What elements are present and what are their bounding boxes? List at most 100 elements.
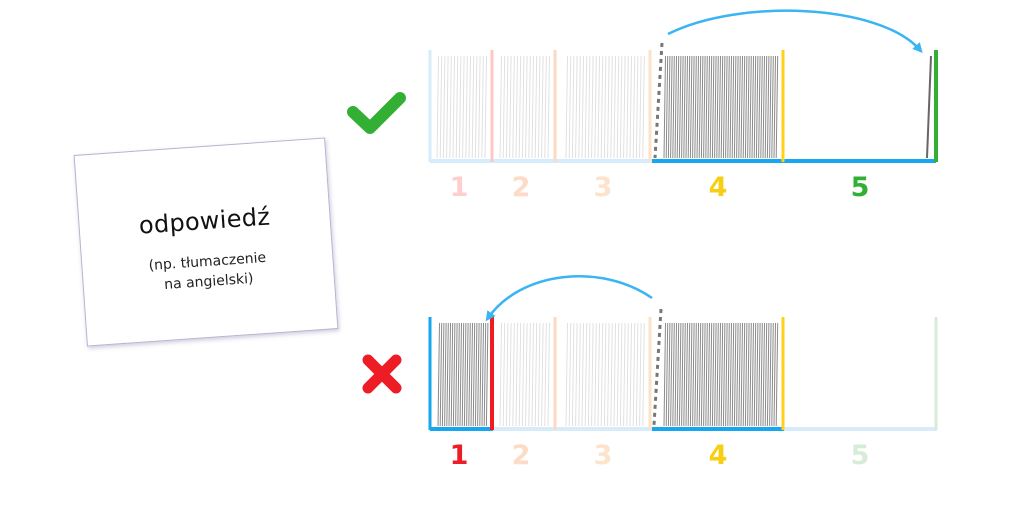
- card-edge: [478, 55, 481, 159]
- card-edge: [502, 322, 506, 427]
- card-edge: [709, 322, 713, 427]
- card-edge: [584, 322, 588, 427]
- card-edge: [711, 322, 715, 427]
- card-edge: [760, 322, 763, 427]
- card-edge: [521, 322, 525, 427]
- card-edge: [749, 322, 752, 427]
- box-label-1: 1: [450, 440, 469, 471]
- card-edge: [733, 322, 737, 427]
- card-edge: [672, 55, 675, 159]
- card-edge: [502, 55, 506, 159]
- card-edge: [450, 322, 454, 427]
- card-edge: [463, 322, 467, 427]
- card-edge: [707, 55, 710, 159]
- card-edge: [722, 55, 726, 159]
- box-label-4: 4: [709, 440, 728, 471]
- card-edge: [665, 55, 669, 159]
- card-edge: [607, 55, 610, 159]
- card-edge: [597, 322, 600, 427]
- card-edge: [597, 55, 600, 159]
- box-label-5: 5: [851, 440, 870, 471]
- card-edge: [720, 55, 724, 159]
- card-edge: [635, 55, 639, 159]
- stack-box2: [499, 322, 550, 427]
- card-edge: [571, 322, 575, 427]
- card-edge: [534, 322, 538, 427]
- card-edge: [518, 322, 522, 427]
- card-edge: [694, 322, 697, 427]
- card-edge: [610, 322, 613, 427]
- card-edge: [685, 322, 688, 427]
- card-edge: [742, 55, 746, 159]
- card-edge: [616, 322, 620, 427]
- card-edge: [663, 55, 666, 159]
- card-edge: [687, 55, 691, 159]
- card-edge: [700, 55, 704, 159]
- card-edge: [483, 322, 487, 427]
- card-edge: [775, 322, 779, 427]
- card-edge: [678, 55, 682, 159]
- box-label-4: 4: [709, 172, 728, 203]
- card-edge: [674, 55, 677, 159]
- card-edge: [442, 55, 446, 159]
- card-edge: [769, 322, 772, 427]
- stack-box1: [437, 322, 489, 427]
- card-edge: [766, 55, 770, 159]
- card-edge: [452, 55, 455, 159]
- card-edge: [468, 322, 471, 427]
- card-edge: [470, 322, 473, 427]
- card-edge: [515, 322, 518, 427]
- card-edge: [623, 322, 626, 427]
- card-edge: [472, 322, 476, 427]
- card-edge: [672, 322, 675, 427]
- card-edge: [581, 55, 584, 159]
- card-edge: [603, 55, 607, 159]
- card-edge: [610, 55, 613, 159]
- card-edge: [452, 322, 456, 427]
- card-edge: [600, 322, 604, 427]
- card-edge: [744, 322, 748, 427]
- card-edge: [512, 322, 515, 427]
- card-edge: [544, 55, 547, 159]
- card-edge: [681, 322, 684, 427]
- card-edge: [613, 55, 616, 159]
- card-edge: [547, 322, 550, 427]
- card-edge: [678, 322, 682, 427]
- card-edge: [747, 322, 750, 427]
- card-edge: [547, 55, 550, 159]
- card-edge: [639, 55, 642, 159]
- move-arrow-forward: [667, 9, 923, 54]
- card-edge: [665, 322, 669, 427]
- card-edge: [639, 322, 642, 427]
- card-edge: [505, 55, 509, 159]
- card-edge: [727, 55, 730, 159]
- card-edge: [600, 55, 604, 159]
- card-edge: [626, 322, 629, 427]
- card-edge: [674, 322, 677, 427]
- stack-box4: [663, 322, 779, 427]
- row-correct: 1 2 3 4 5: [347, 9, 938, 203]
- card-edge: [541, 322, 544, 427]
- card-edge: [736, 322, 739, 427]
- stack-box3: [565, 55, 645, 159]
- card-edge: [689, 55, 693, 159]
- card-edge: [720, 322, 724, 427]
- box-label-3: 3: [594, 440, 613, 471]
- card-edge: [591, 322, 594, 427]
- card-edge: [565, 322, 568, 427]
- card-edge: [444, 322, 447, 427]
- card-edge: [764, 55, 768, 159]
- card-edge: [518, 55, 522, 159]
- card-edge: [670, 322, 673, 427]
- card-edge: [707, 322, 710, 427]
- card-edge: [479, 322, 482, 427]
- card-edge: [676, 55, 680, 159]
- card-edge: [663, 322, 666, 427]
- card-edge: [474, 322, 478, 427]
- card-edge: [731, 55, 735, 159]
- card-edge: [670, 55, 673, 159]
- card-edge: [449, 55, 452, 159]
- card-edge: [477, 322, 480, 427]
- card-edge: [740, 322, 743, 427]
- card-edge: [485, 322, 489, 427]
